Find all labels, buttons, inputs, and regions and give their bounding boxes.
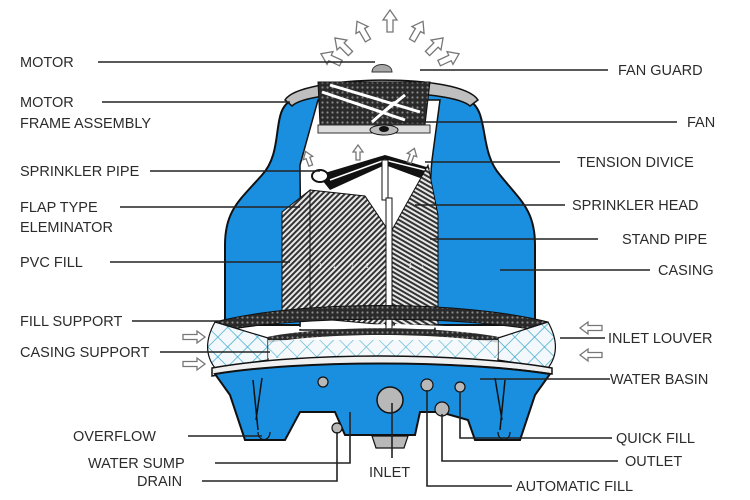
airflow-in-arrows [182,320,603,372]
svg-text:↕: ↕ [420,260,425,270]
label-pvc-fill: PVC FILL [20,255,83,271]
interior-airflow-arrows [302,143,418,168]
drain-port [331,422,343,434]
label-sprinkler-pipe: SPRINKLER PIPE [20,164,140,180]
label-outlet: OUTLET [625,454,682,470]
labels-left: MOTOR MOTOR FRAME ASSEMBLY SPRINKLER PIP… [20,55,185,490]
label-flap-type-eliminator: FLAP TYPE [20,200,98,216]
label-fan: FAN [687,115,715,131]
fill-support [214,305,549,344]
label-motor: MOTOR [20,55,74,71]
basin-fittings [257,376,511,441]
arrow-up-icon [355,20,372,43]
svg-text:↕: ↕ [332,260,337,270]
sprinkler-head [311,155,430,201]
svg-text:↕: ↕ [350,260,355,270]
arrow-up-icon [351,143,365,161]
arrow-up-icon [334,37,354,57]
label-sprinkler-head: SPRINKLER HEAD [572,198,699,214]
arrow-up-icon [319,50,344,67]
label-casing: CASING [658,263,714,279]
arrow-left-icon [578,347,603,363]
svg-text:↕: ↕ [408,260,413,270]
label-automatic-fill: AUTOMATIC FILL [516,479,633,495]
label-drain: DRAIN [137,474,182,490]
label-flap-type-eliminator: ELEMINATOR [20,220,113,236]
label-quick-fill: QUICK FILL [616,431,695,447]
leader-lines [98,61,677,487]
arrow-up-icon [408,20,425,43]
inlet-port [376,386,404,414]
svg-text:↕: ↕ [318,260,323,270]
fan [317,124,431,136]
label-water-basin: WATER BASIN [610,372,708,388]
motor [371,64,393,73]
overflow-notch [257,431,271,441]
label-inlet-louver: INLET LOUVER [608,331,713,347]
label-casing-support: CASING SUPPORT [20,345,150,361]
outlet-port [420,378,434,392]
label-overflow: OVERFLOW [73,429,156,445]
quick-fill-port [454,381,466,393]
label-fan-guard: FAN GUARD [618,63,703,79]
arrow-right-icon [182,329,207,345]
label-stand-pipe: STAND PIPE [622,232,707,248]
arrow-up-icon [436,50,461,67]
label-fill-support: FILL SUPPORT [20,314,122,330]
arrow-up-icon [381,8,399,33]
arrow-up-icon [424,37,444,57]
fan-guard [284,79,480,126]
arrow-right-icon [182,356,207,372]
pvc-fill: ↕ ↕ ↕ ↕ ↕ ↕ [281,163,439,326]
svg-text:↕: ↕ [365,260,370,270]
inlet-louver [206,321,557,369]
overflow-notch [497,431,511,441]
airflow-out-arrows [319,8,461,67]
arrow-up-icon [405,147,418,165]
label-tension-device: TENSION DIVICE [577,155,694,171]
label-motor-frame-assembly: MOTOR [20,95,74,111]
label-water-sump: WATER SUMP [88,456,185,472]
label-inlet: INLET [369,465,410,481]
arrow-up-icon [302,150,315,168]
overflow-port [317,376,329,388]
arrow-left-icon [578,320,603,336]
label-motor-frame-assembly: FRAME ASSEMBLY [20,116,151,132]
labels-right: FAN GUARD FAN TENSION DIVICE SPRINKLER H… [516,63,715,495]
automatic-fill-port [434,401,450,417]
